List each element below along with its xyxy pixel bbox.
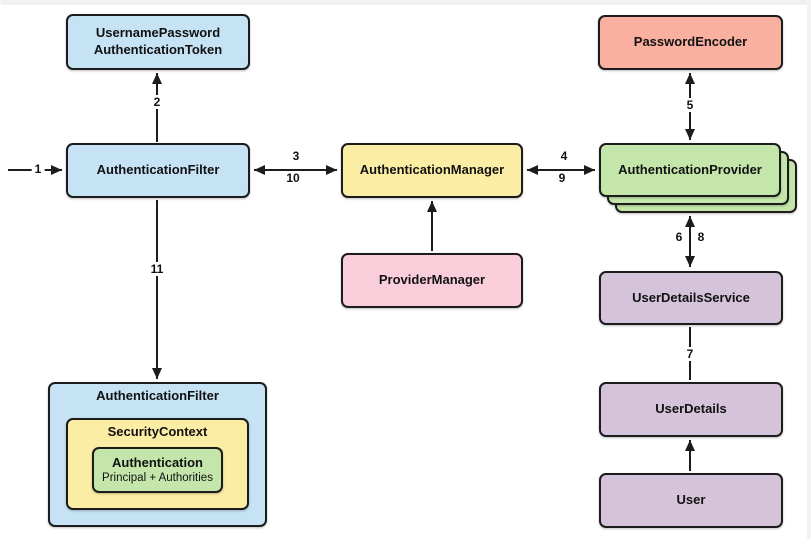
node-security-context: SecurityContext Authentication Principal… xyxy=(66,418,249,510)
page-top-strip xyxy=(0,0,811,5)
node-password-encoder: PasswordEncoder xyxy=(598,15,783,70)
edge-label-7: 7 xyxy=(683,347,697,361)
node-username-password-authentication-token: UsernamePassword AuthenticationToken xyxy=(66,14,250,70)
node-label: AuthenticationManager xyxy=(359,162,505,178)
node-label: AuthenticationProvider xyxy=(618,161,762,177)
node-label: PasswordEncoder xyxy=(633,34,748,50)
node-label: AuthenticationFilter xyxy=(96,162,220,178)
edge-label-11: 11 xyxy=(147,262,167,276)
node-label-line1: UsernamePassword xyxy=(95,25,221,41)
edge-label-5: 5 xyxy=(683,98,697,112)
node-authentication-provider: AuthenticationProvider xyxy=(599,143,781,197)
node-sublabel: Principal + Authorities xyxy=(102,471,213,484)
node-user: User xyxy=(599,473,783,528)
edge-label-8: 8 xyxy=(697,230,705,244)
node-label: SecurityContext xyxy=(107,424,208,439)
node-authentication-manager: AuthenticationManager xyxy=(341,143,523,198)
node-label: User xyxy=(676,492,706,508)
edge-label-1: 1 xyxy=(31,162,45,176)
node-user-details: UserDetails xyxy=(599,382,783,437)
node-authentication-provider-stack: AuthenticationProvider xyxy=(599,143,797,215)
node-label: ProviderManager xyxy=(378,272,486,288)
node-provider-manager: ProviderManager xyxy=(341,253,523,308)
node-label: Authentication xyxy=(112,454,203,470)
edge-label-10: 10 xyxy=(286,171,300,185)
edge-label-6: 6 xyxy=(675,230,683,244)
node-label-line2: AuthenticationToken xyxy=(93,42,223,57)
page-right-strip xyxy=(807,0,811,539)
node-label: UserDetailsService xyxy=(632,289,750,305)
edge-label-9: 9 xyxy=(558,171,566,185)
node-authentication-filter-context: AuthenticationFilter SecurityContext Aut… xyxy=(48,382,267,527)
edge-label-4: 4 xyxy=(560,149,568,163)
node-user-details-service: UserDetailsService xyxy=(599,271,783,325)
node-label: AuthenticationFilter xyxy=(96,388,219,403)
node-authentication-filter: AuthenticationFilter xyxy=(66,143,250,198)
edge-label-3: 3 xyxy=(292,149,300,163)
edge-label-2: 2 xyxy=(150,95,164,109)
node-authentication: Authentication Principal + Authorities xyxy=(92,447,223,493)
node-label: UserDetails xyxy=(655,401,727,417)
